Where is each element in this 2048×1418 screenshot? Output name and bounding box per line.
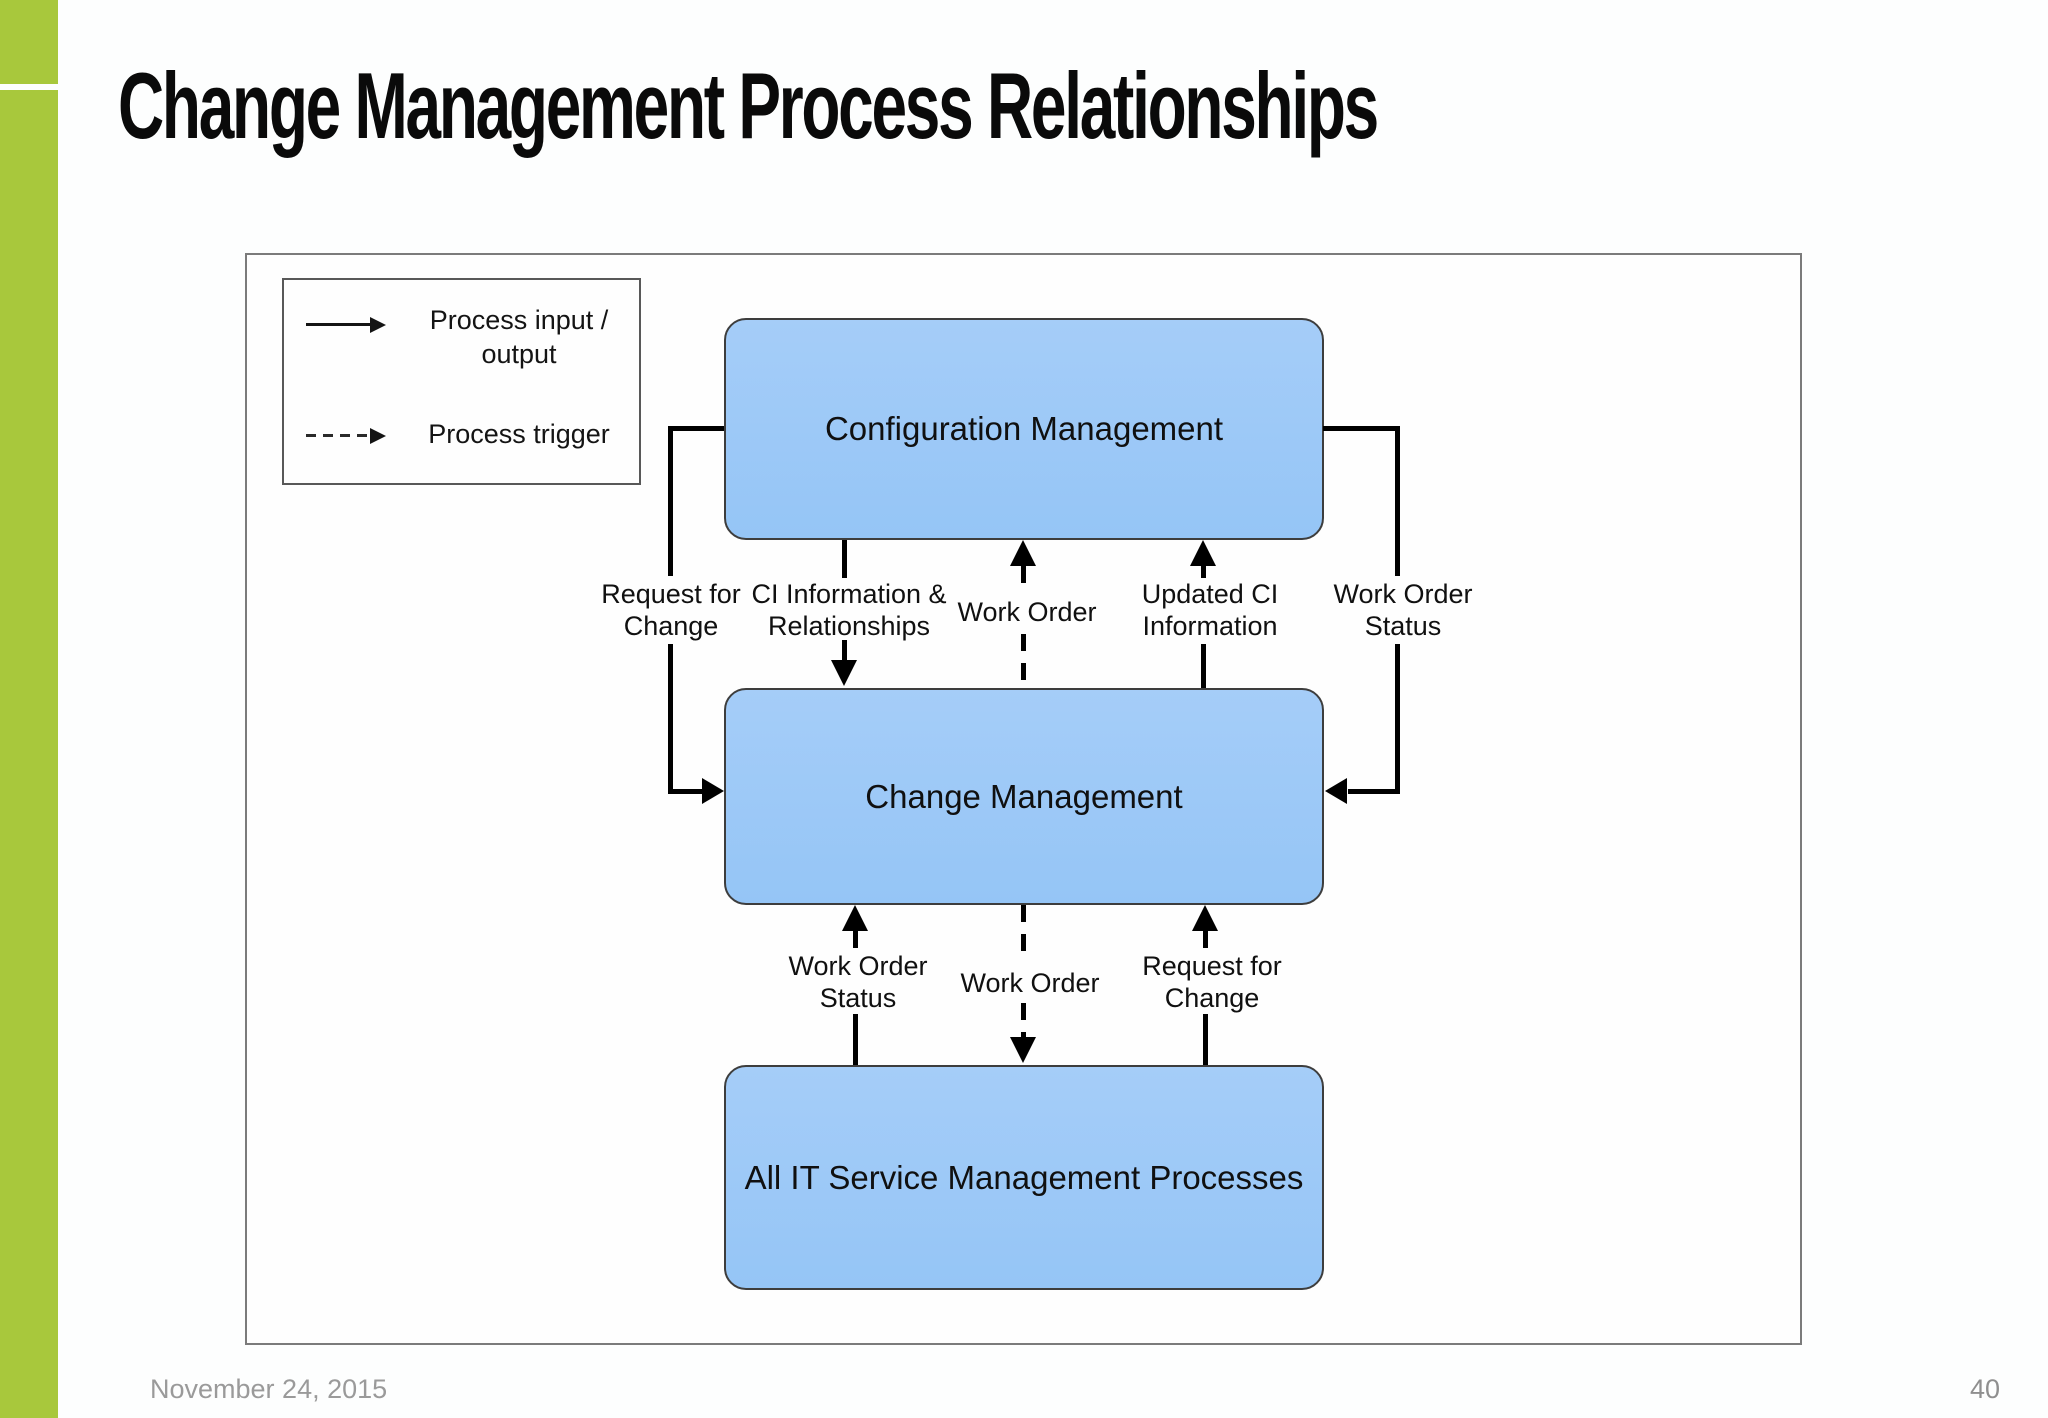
arrowhead-right-icon: [702, 778, 724, 804]
dashed-arrow-icon: [306, 434, 372, 437]
connector-segment-dashed: [1021, 905, 1026, 962]
connector-segment-dashed: [1021, 566, 1026, 592]
arrowhead-up-icon: [1192, 905, 1218, 931]
connector-segment: [853, 1014, 858, 1065]
connector-segment: [668, 644, 673, 794]
arrowhead-left-icon: [1325, 778, 1347, 804]
connector-segment: [1395, 426, 1400, 576]
arrowhead-up-icon: [842, 905, 868, 931]
node-label: Change Management: [865, 777, 1183, 815]
connector-segment: [1203, 931, 1208, 948]
edge-label-work-order-bottom: Work Order: [960, 968, 1100, 998]
connector-segment: [1395, 644, 1400, 794]
connector-segment: [668, 426, 724, 431]
edge-label-work-order-status-right: Work Order Status: [1333, 579, 1473, 642]
solid-arrowhead-icon: [370, 317, 386, 333]
footer-page-number: 40: [1969, 1374, 2000, 1404]
node-all-itsm-processes: All IT Service Management Processes: [724, 1065, 1324, 1290]
page-title: Change Management Process Relationships: [118, 53, 1379, 158]
node-label: All IT Service Management Processes: [744, 1158, 1304, 1196]
edge-label-request-for-change-top: Request for Change: [601, 579, 741, 642]
connector-segment-dashed: [1021, 634, 1026, 688]
connector-segment: [1201, 644, 1206, 688]
connector-segment: [842, 540, 847, 578]
connector-segment: [668, 789, 706, 794]
arrowhead-up-icon: [1190, 540, 1216, 566]
accent-bar-main: [0, 90, 58, 1418]
arrowhead-down-icon: [831, 660, 857, 686]
node-change-management: Change Management: [724, 688, 1324, 905]
node-configuration-management: Configuration Management: [724, 318, 1324, 540]
arrowhead-down-icon: [1010, 1037, 1036, 1063]
dashed-arrowhead-icon: [370, 428, 386, 444]
connector-segment: [842, 640, 847, 662]
edge-label-request-for-change-bottom: Request for Change: [1142, 951, 1282, 1014]
connector-segment-dashed: [1021, 1003, 1026, 1037]
legend-label-process-input-output: Process input / output: [429, 305, 609, 369]
connector-segment: [1348, 789, 1400, 794]
edge-label-work-order-status-bottom: Work Order Status: [788, 951, 928, 1014]
edge-label-ci-information: CI Information & Relationships: [751, 579, 947, 642]
connector-segment: [668, 426, 673, 576]
arrowhead-up-icon: [1010, 540, 1036, 566]
footer-date: November 24, 2015: [150, 1374, 388, 1404]
node-label: Configuration Management: [824, 410, 1224, 447]
connector-segment: [1203, 1014, 1208, 1065]
solid-arrow-icon: [306, 323, 372, 326]
accent-bar-top: [0, 0, 58, 84]
legend-box: Process input / output Process trigger: [282, 278, 641, 485]
edge-label-updated-ci-information: Updated CI Information: [1141, 579, 1279, 642]
legend-label-process-trigger: Process trigger: [428, 419, 610, 449]
connector-segment: [853, 931, 858, 948]
edge-label-work-order-top: Work Order: [957, 597, 1097, 627]
connector-segment: [1323, 426, 1400, 431]
connector-segment: [1201, 566, 1206, 578]
